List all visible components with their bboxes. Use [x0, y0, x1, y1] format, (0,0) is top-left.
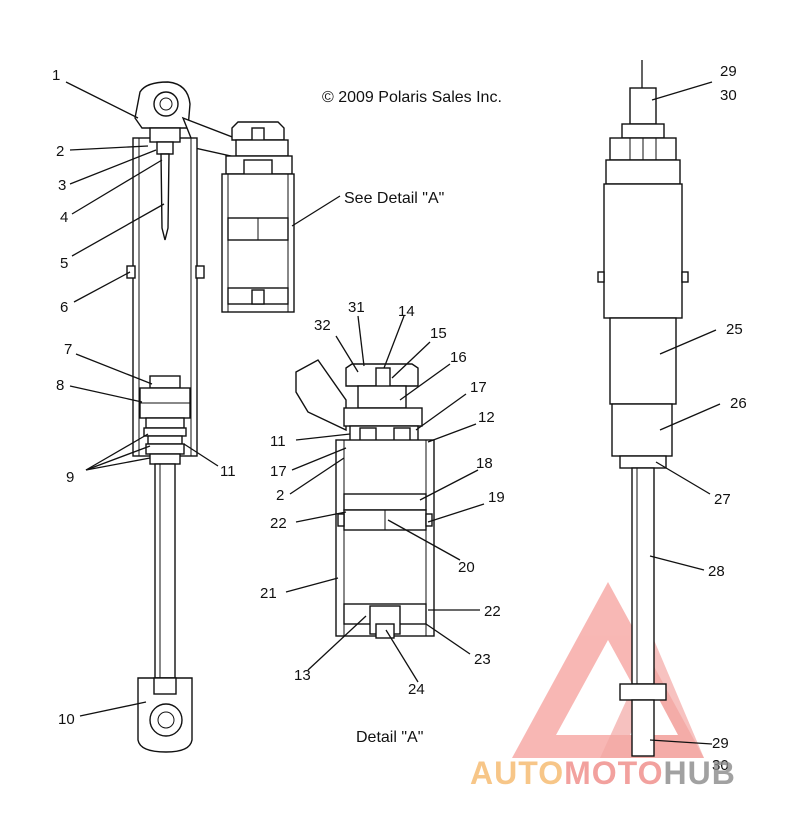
callout-30-top: 30: [720, 87, 737, 104]
callout-5: 5: [60, 255, 68, 272]
copyright-text: © 2009 Polaris Sales Inc.: [322, 89, 502, 106]
right-shock-assembly: [597, 60, 689, 757]
callout-22-upper: 22: [270, 515, 287, 532]
callout-16: 16: [450, 349, 467, 366]
top-reservoir-assembly: [221, 121, 295, 313]
see-detail-label: See Detail "A": [344, 190, 444, 207]
callout-22-lower: 22: [484, 603, 501, 620]
callout-28: 28: [708, 563, 725, 580]
watermark-hub: HUB: [663, 755, 735, 791]
callout-26: 26: [730, 395, 747, 412]
callout-12: 12: [478, 409, 495, 426]
callout-11-left: 11: [220, 463, 236, 480]
callout-13: 13: [294, 667, 311, 684]
callout-31: 31: [348, 299, 365, 316]
callout-24: 24: [408, 681, 425, 698]
callout-21: 21: [260, 585, 277, 602]
callout-3: 3: [58, 177, 66, 194]
callout-17-right: 17: [470, 379, 487, 396]
callout-6: 6: [60, 299, 68, 316]
callout-2: 2: [56, 143, 64, 160]
callout-32: 32: [314, 317, 331, 334]
callout-27: 27: [714, 491, 731, 508]
callout-30-bottom: 30: [712, 757, 729, 774]
callout-10: 10: [58, 711, 75, 728]
callout-8: 8: [56, 377, 64, 394]
watermark-auto: AUTO: [470, 755, 564, 791]
svg-text:AUTOMOTOHUB: AUTOMOTOHUB: [470, 755, 736, 791]
callout-1: 1: [52, 67, 60, 84]
callout-20: 20: [458, 559, 475, 576]
callout-18: 18: [476, 455, 493, 472]
callout-7: 7: [64, 341, 72, 358]
callout-29-top: 29: [720, 63, 737, 80]
callout-leader-lines: [65, 81, 721, 745]
detail-a-assembly: [295, 359, 435, 639]
callout-14: 14: [398, 303, 415, 320]
detail-caption: Detail "A": [356, 729, 423, 746]
watermark-moto: MOTO: [564, 755, 663, 791]
callout-19: 19: [488, 489, 505, 506]
callout-4: 4: [60, 209, 68, 226]
callout-17-left: 17: [270, 463, 287, 480]
callout-29-bottom: 29: [712, 735, 729, 752]
callout-25: 25: [726, 321, 743, 338]
automotohub-watermark-text: AUTOMOTOHUB: [470, 755, 736, 791]
callout-15: 15: [430, 325, 447, 342]
left-shock-assembly: [126, 81, 241, 753]
callout-9: 9: [66, 469, 74, 486]
callout-23: 23: [474, 651, 491, 668]
callout-numbers: 1 2 3 4 5 6 7 8 9 10 11 31 14 32 15 16 1…: [52, 63, 747, 774]
callout-2-detail: 2: [276, 487, 284, 504]
callout-11-detail: 11: [270, 433, 286, 450]
automotohub-watermark-logo: [512, 582, 704, 758]
